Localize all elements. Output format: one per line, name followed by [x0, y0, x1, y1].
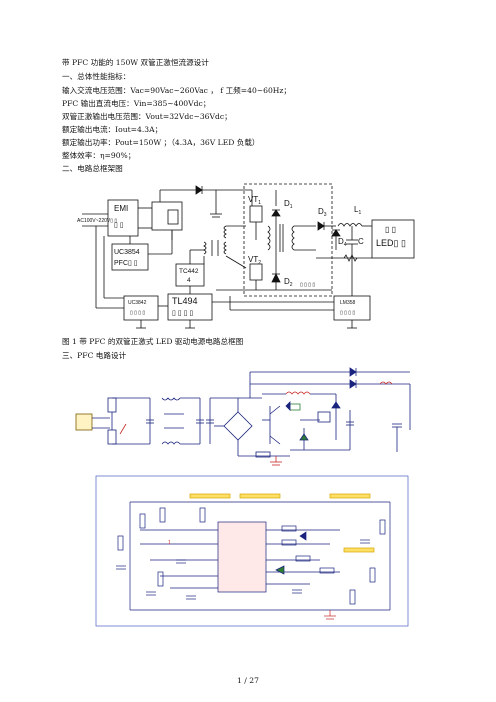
vt2-label: VT2: [248, 255, 261, 266]
spec-efficiency: 整体效率：η=90%；: [62, 151, 136, 160]
d1-label: D1: [284, 199, 293, 210]
uc3854-label: UC3854: [114, 249, 140, 256]
uc3842-block: [123, 295, 159, 321]
led-label: LED▯ ▯: [376, 238, 406, 248]
led-top-label: ▯ ▯: [385, 225, 396, 234]
spec-output-range: 双管正激输出电压范围：Vout=32Vdc~36Vdc；: [62, 112, 232, 121]
ac-input-label: AC100V~220V▯ ▯: [77, 218, 117, 224]
tc4424-label-bottom: 4: [187, 277, 191, 284]
l1-label: L1: [354, 205, 361, 216]
ac-source-box: [75, 413, 93, 431]
d3-label: D3: [318, 207, 327, 218]
lm358-sub-label: ▯ ▯ ▯ ▯: [340, 310, 355, 316]
tc4424-block: [175, 263, 205, 287]
c-label: C: [358, 237, 364, 246]
d2-label: D2: [284, 277, 293, 288]
converter-dashed-box: [243, 183, 333, 297]
emi-sub-label: ▯ ▯: [114, 222, 124, 229]
spec-output-current: 额定输出电流：Iout=4.3A；: [62, 125, 163, 134]
tl494-sub-label: ▯ ▯ ▯ ▯: [172, 310, 193, 317]
tl494-block: [167, 293, 213, 321]
d4-label: D4: [338, 237, 347, 248]
rectifier-block: [151, 201, 183, 231]
doc-title: 带 PFC 功能的 150W 双管正激恒流源设计: [62, 58, 209, 67]
bridge-rectifier: [223, 411, 253, 441]
lm358-block: [333, 295, 371, 321]
page-number: 1 / 27: [237, 676, 259, 685]
section-heading-block-diagram: 二、电路总框架图: [62, 164, 123, 173]
spec-pfc-output: PFC 输出直流电压：Vin=385~400Vdc；: [62, 99, 211, 108]
control-ic: [217, 521, 267, 593]
emi-label: EMI: [114, 204, 128, 213]
emi-block: [107, 199, 139, 237]
section-heading-pfc: 三、PFC 电路设计: [62, 351, 127, 360]
ic-pin-mark: 1: [168, 540, 171, 546]
uc3842-sub-label: ▯ ▯ ▯ ▯: [130, 310, 145, 316]
control-board-border: [95, 475, 409, 627]
lm358-label: LM358: [340, 300, 356, 306]
uc3842-label: UC3842: [128, 300, 147, 306]
tc4424-label-top: TC442: [179, 268, 199, 275]
led-load-block: [371, 219, 415, 259]
uc3854-block: [111, 243, 149, 271]
vt1-label: VT1: [248, 195, 261, 206]
pfc-sub-label: PFC▯ ▯: [114, 260, 138, 267]
spec-input-voltage: 输入交流电压范围：Vac=90Vac~260Vac ， f 工频=40~60Hz…: [62, 86, 292, 95]
pfc-diode: [195, 185, 203, 195]
figure-1-caption: 图 1 带 PFC 的双管正激式 LED 驱动电源电路总框图: [62, 337, 244, 346]
d2-extra-label: ▯ ▯ ▯ ▯: [300, 282, 315, 288]
tl494-label: TL494: [172, 296, 198, 306]
section-heading-performance: 一、总体性能指标：: [62, 72, 131, 81]
spec-output-power: 额定输出功率：Pout=150W ；（4.3A，36V LED 负载）: [62, 138, 260, 147]
